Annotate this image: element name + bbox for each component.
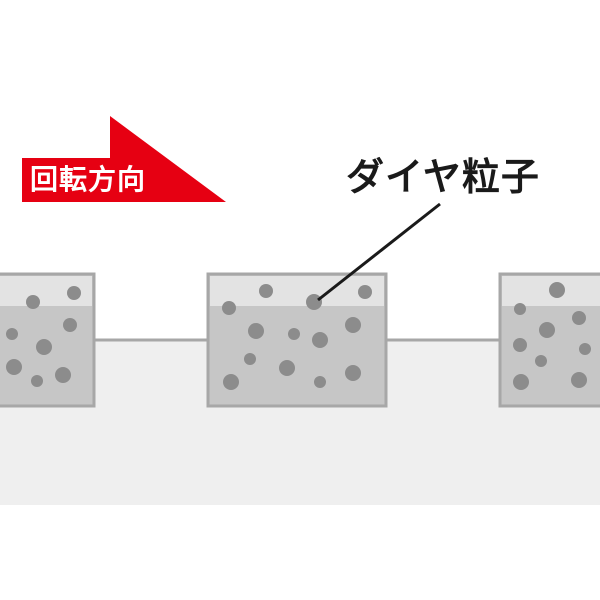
diamond-particle (306, 294, 322, 310)
diamond-particle (288, 328, 300, 340)
diamond-particle (514, 303, 526, 315)
diamond-particle (535, 355, 547, 367)
diamond-particle (36, 339, 52, 355)
diamond-particle (248, 323, 264, 339)
diamond-particle (358, 285, 372, 299)
diamond-particle (222, 301, 236, 315)
diamond-particle (345, 317, 361, 333)
diamond-particle (345, 365, 361, 381)
diamond-particle (26, 295, 40, 309)
diamond-particle (6, 328, 18, 340)
diamond-segment-left (0, 272, 96, 408)
diamond-particle (55, 367, 71, 383)
diamond-particle (549, 282, 565, 298)
diamond-particle (279, 360, 295, 376)
diamond-segment-center (206, 272, 388, 408)
diamond-particle (314, 376, 326, 388)
diamond-particle (244, 353, 256, 365)
diamond-particle (223, 374, 239, 390)
diamond-particle (513, 374, 529, 390)
diamond-segment-right (498, 272, 600, 408)
red-right-arrow-icon (22, 116, 226, 202)
diamond-particle (572, 311, 586, 325)
diamond-particle (312, 332, 328, 348)
leader-line (317, 202, 441, 302)
diamond-particle (513, 338, 527, 352)
diamond-particle (67, 286, 81, 300)
diamond-particle (31, 375, 43, 387)
diamond-particle (6, 359, 22, 375)
diamond-particle (579, 343, 591, 355)
rotation-direction-label: 回転方向 (30, 163, 147, 196)
diamond-particle (571, 372, 587, 388)
diamond-particle (63, 318, 77, 332)
diamond-particle (539, 322, 555, 338)
diamond-particle (259, 284, 273, 298)
diamond-particle-label: ダイヤ粒子 (346, 155, 540, 199)
